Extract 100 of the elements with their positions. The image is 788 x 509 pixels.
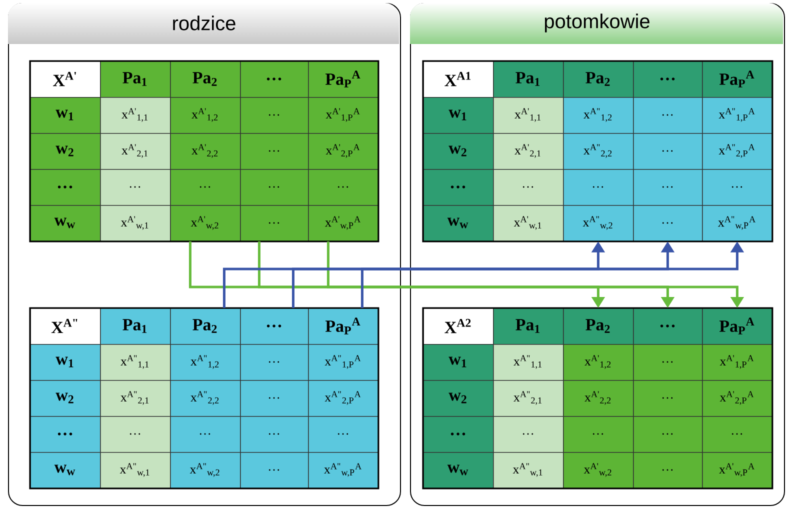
table-cell: Pa$_{1}$	[493, 308, 564, 345]
table-cell: …	[633, 61, 703, 98]
table-cell: …	[308, 416, 379, 453]
table-cell: x$^{A'}$1,2	[170, 97, 241, 134]
table-cell: x$^{A"}$1,2	[170, 344, 241, 381]
panel-header: rodzice	[173, 16, 236, 30]
table-cell: X$^{A1}$	[423, 61, 494, 98]
table-cell: w$_{1}$	[30, 97, 101, 134]
table-cell: x$^{A'}$w,1	[493, 205, 564, 242]
table-cell: …	[240, 133, 309, 170]
table-cell: …	[633, 133, 703, 170]
table-cell: x$^{A'}$2,2	[563, 380, 634, 417]
table-cell: x$^{A'}$2,PA	[308, 133, 379, 170]
table-cell: Pa$_{2}$	[170, 308, 241, 345]
table-cell: …	[633, 308, 703, 345]
table-cell: x$^{A'}$w,2	[563, 452, 634, 489]
table-cell: w$_{1}$	[423, 344, 494, 381]
table-cell: …	[633, 416, 703, 453]
table-cell: x$^{A'}$2,PA	[702, 380, 773, 417]
table-cell: …	[240, 169, 309, 206]
table-cell: …	[240, 380, 309, 417]
table-cell: Pa$_{2}$	[563, 61, 634, 98]
table-cell: x$^{A"}$2,PA	[308, 380, 379, 417]
table-cell: x$^{A'}$1,PA	[702, 344, 773, 381]
table-cell: x$^{A"}$1,PA	[702, 97, 773, 134]
table-cell: …	[563, 169, 634, 206]
table-cell: x$^{A"}$2,1	[493, 380, 564, 417]
table-cell: X$^{A'}$	[30, 61, 101, 98]
table-cell: Pa$_{2}$	[563, 308, 634, 345]
table-cell: Pa$_{P}$A	[702, 308, 773, 345]
table-cell: w$_{1}$	[30, 344, 101, 381]
table-cell: …	[240, 205, 309, 242]
table-cell: …	[633, 452, 703, 489]
table-cell: w$_{w}$	[423, 452, 494, 489]
table-cell: x$^{A'}$1,2	[563, 344, 634, 381]
table-cell: w$_{2}$	[423, 380, 494, 417]
table-cell: Pa$_{1}$	[493, 61, 564, 98]
table-cell: …	[240, 452, 309, 489]
table-cell: …	[308, 169, 379, 206]
table-cell: x$^{A'}$1,PA	[308, 97, 379, 134]
table-cell: w$_{w}$	[423, 205, 494, 242]
table-cell: …	[240, 61, 309, 98]
table-cell: …	[493, 169, 564, 206]
table-cell: x$^{A"}$w,2	[170, 452, 241, 489]
table-cell: w$_{w}$	[30, 205, 101, 242]
table-cell: X$^{A"}$	[30, 308, 101, 345]
table-cell: Pa$_{P}$A	[702, 61, 773, 98]
panel-header: potomkowie	[544, 14, 650, 32]
table-cell: …	[170, 169, 241, 206]
table-cell: x$^{A"}$2,1	[100, 380, 171, 417]
table-cell: x$^{A'}$w,1	[100, 205, 171, 242]
table-cell: x$^{A'}$2,2	[170, 133, 241, 170]
table-cell: x$^{A'}$1,1	[100, 97, 171, 134]
table-cell: x$^{A"}$w,1	[100, 452, 171, 489]
table-cell: …	[30, 416, 101, 453]
table-cell: x$^{A"}$2,2	[170, 380, 241, 417]
table-cell: Pa$_{2}$	[170, 61, 241, 98]
table-cell: …	[240, 97, 309, 134]
table-cell: …	[633, 97, 703, 134]
table-cell: X$^{A2}$	[423, 308, 494, 345]
table-cell: …	[423, 416, 494, 453]
table-cell: w$_{2}$	[30, 133, 101, 170]
table-cell: x$^{A"}$1,PA	[308, 344, 379, 381]
table-cell: x$^{A"}$1,1	[493, 344, 564, 381]
table-cell: …	[240, 344, 309, 381]
table-cell: x$^{A"}$w,1	[493, 452, 564, 489]
table-cell: …	[633, 380, 703, 417]
table-cell: …	[633, 344, 703, 381]
table-cell: …	[100, 169, 171, 206]
table-cell: x$^{A"}$1,1	[100, 344, 171, 381]
table-cell: x$^{A'}$w,2	[170, 205, 241, 242]
table-cell: w$_{2}$	[30, 380, 101, 417]
table-cell: w$_{1}$	[423, 97, 494, 134]
table-cell: …	[702, 416, 773, 453]
table-cell: x$^{A"}$1,2	[563, 97, 634, 134]
table-cell: …	[240, 308, 309, 345]
table-cell: …	[423, 169, 494, 206]
table-cell: …	[30, 169, 101, 206]
table-cell: …	[633, 205, 703, 242]
table-cell: x$^{A'}$1,1	[493, 97, 564, 134]
table-cell: x$^{A'}$w,PA	[702, 452, 773, 489]
table-cell: x$^{A"}$2,2	[563, 133, 634, 170]
table-cell: w$_{2}$	[423, 133, 494, 170]
table-cell: Pa$_{1}$	[100, 308, 171, 345]
table-cell: …	[493, 416, 564, 453]
table-cell: Pa$_{1}$	[100, 61, 171, 98]
table-cell: x$^{A'}$w,PA	[308, 205, 379, 242]
table-cell: …	[633, 169, 703, 206]
table-cell: x$^{A"}$w,PA	[702, 205, 773, 242]
table-cell: …	[100, 416, 171, 453]
table-cell: x$^{A"}$2,PA	[702, 133, 773, 170]
table-cell: Pa$_{P}$A	[308, 308, 379, 345]
table-cell: …	[702, 169, 773, 206]
table-cell: x$^{A'}$2,1	[493, 133, 564, 170]
table-cell: x$^{A'}$2,1	[100, 133, 171, 170]
table-cell: …	[240, 416, 309, 453]
table-cell: …	[563, 416, 634, 453]
table-cell: w$_{w}$	[30, 452, 101, 489]
table-cell: x$^{A"}$w,2	[563, 205, 634, 242]
table-cell: x$^{A"}$w,PA	[308, 452, 379, 489]
